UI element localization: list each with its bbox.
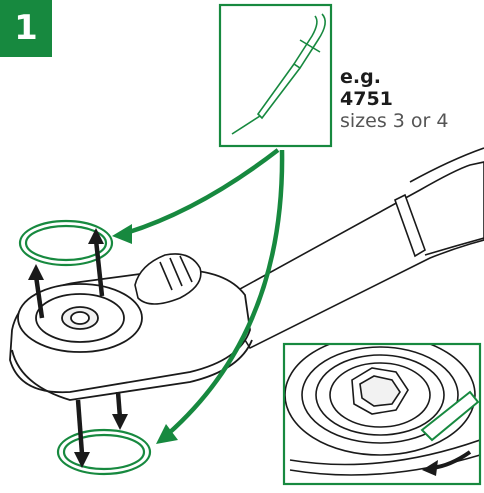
- direction-arrow-icon-up-right: [88, 228, 105, 297]
- pick-tool-in-slot: [420, 390, 480, 442]
- green-arrow-head-bottom: [156, 424, 178, 444]
- direction-arrow-icon-up-left: [28, 264, 45, 319]
- green-arrow-to-bottom-ring: [166, 149, 285, 436]
- green-arrow-to-top-ring: [125, 148, 280, 236]
- pick-tool-icon: [231, 13, 326, 135]
- tool-inset: [218, 3, 333, 148]
- ratchet-head: [9, 268, 253, 401]
- tool-sizes: sizes 3 or 4: [340, 110, 449, 132]
- reversing-lever: [134, 253, 202, 305]
- step-number: 1: [14, 8, 38, 48]
- tool-reference-note: e.g. 4751 sizes 3 or 4: [340, 66, 480, 132]
- rotation-arrow-icon: [422, 450, 472, 476]
- tool-code: 4751: [340, 88, 393, 110]
- ratchet-handle: [218, 147, 484, 350]
- snap-ring-top: [18, 219, 114, 267]
- direction-arrow-icon-down-right: [112, 391, 128, 430]
- snap-ring-bottom: [56, 428, 152, 476]
- direction-arrow-icon-down-left: [74, 399, 90, 468]
- detail-inset: [282, 342, 482, 486]
- note-prefix: e.g.: [340, 66, 381, 88]
- green-arrow-head-top: [112, 224, 132, 244]
- step-number-badge: 1: [0, 0, 52, 57]
